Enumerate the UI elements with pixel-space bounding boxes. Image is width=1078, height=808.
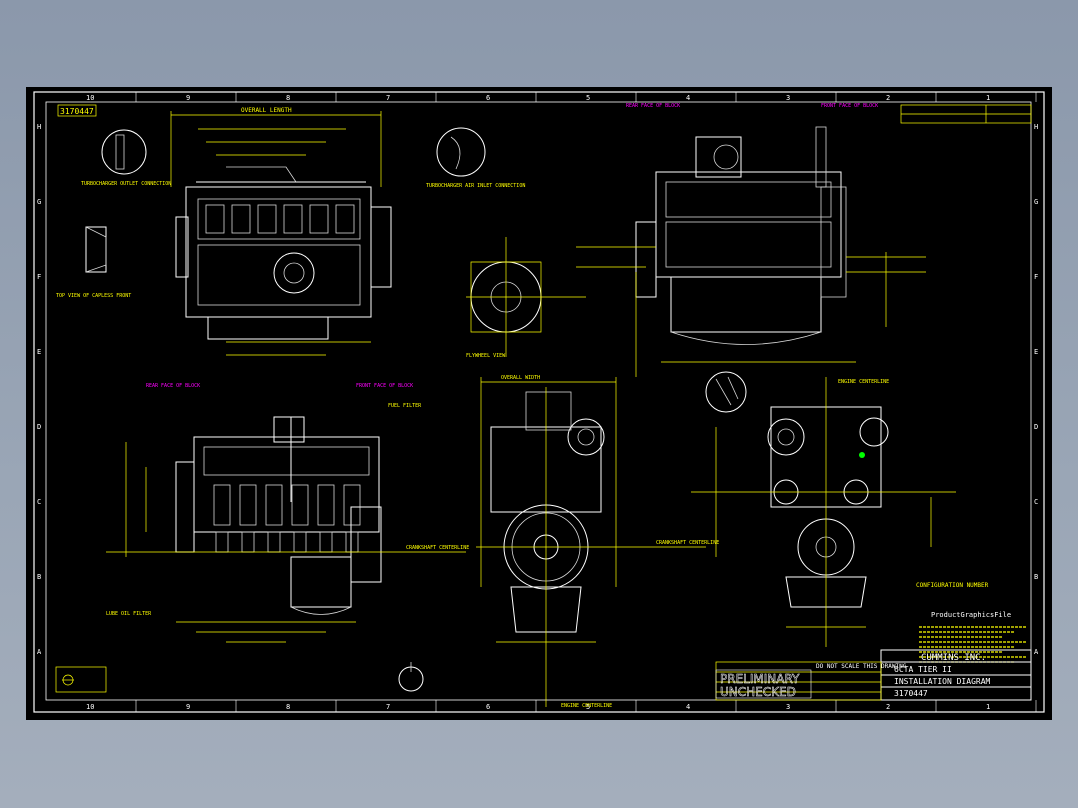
- zone-column-label: 4: [686, 94, 690, 102]
- zone-column-label: 9: [186, 94, 190, 102]
- zone-rows-right: H G F E D C B A: [1034, 123, 1039, 656]
- company-name: CUMMINS INC.: [921, 653, 986, 663]
- zone-row-label: E: [37, 348, 41, 356]
- overall-width-label: OVERALL WIDTH: [501, 375, 540, 381]
- cad-viewport[interactable]: 10 9 8 7 6 5 4 3 2 1 10 9 8 7 6 5 4 3 2 1 H G F E D C B A H G F E D C B…: [26, 87, 1052, 720]
- zone-row-label: G: [37, 198, 41, 206]
- flywheel-housing-view: [466, 237, 586, 357]
- zone-column-label: 8: [286, 703, 290, 711]
- zone-columns-top: 10 9 8 7 6 5 4 3 2 1: [86, 92, 1037, 102]
- drawing-title: INSTALLATION DIAGRAM: [894, 677, 991, 686]
- zone-column-label: 5: [586, 703, 590, 711]
- zone-column-label: 4: [686, 703, 690, 711]
- installation-drawing: 10 9 8 7 6 5 4 3 2 1 10 9 8 7 6 5 4 3 2 1 H G F E D C B A H G F E D C B…: [33, 91, 1045, 713]
- zone-column-label: 10: [86, 703, 94, 711]
- fuel-filter-label: FUEL FILTER: [388, 403, 422, 409]
- dwg-number-box: [57, 104, 97, 117]
- zone-column-label: 2: [886, 94, 890, 102]
- front-face-callout-bl: FRONT FACE OF BLOCK: [356, 383, 413, 389]
- zone-column-label: 8: [286, 94, 290, 102]
- zone-column-label: 7: [386, 703, 390, 711]
- symbol-legend: [55, 666, 107, 693]
- zone-column-label: 6: [486, 703, 490, 711]
- engine-model: 6CTA TIER II: [894, 665, 952, 674]
- zone-column-label: 10: [86, 94, 94, 102]
- turbo-inlet-detail: [436, 127, 486, 177]
- turbo-outlet-detail: [101, 129, 147, 175]
- zone-row-label: C: [37, 498, 41, 506]
- inner-border: [45, 101, 1032, 701]
- zone-column-label: 6: [486, 94, 490, 102]
- engine-side-view-top-left: [175, 166, 392, 340]
- flywheel-view-label: FLYWHEEL VIEW: [466, 353, 506, 359]
- drawing-number: 3170447: [894, 689, 928, 698]
- config-note: CONFIGURATION NUMBER: [916, 582, 989, 589]
- zone-row-label: D: [37, 423, 41, 431]
- zone-row-label: F: [37, 273, 41, 281]
- stamp-unchecked: UNCHECKED: [720, 685, 796, 699]
- zone-row-label: A: [37, 648, 42, 656]
- front-face-callout-tr: FRONT FACE OF BLOCK: [821, 103, 878, 109]
- outer-border: [33, 91, 1045, 713]
- crank-cl-center: CRANKSHAFT CENTERLINE: [656, 540, 719, 546]
- zone-column-label: 1: [986, 94, 990, 102]
- engine-cl-right: ENGINE CENTERLINE: [838, 379, 889, 385]
- engine-cl-bottom: ENGINE CENTERLINE: [561, 703, 612, 709]
- zone-row-label: B: [37, 573, 41, 581]
- zone-row-label: G: [1034, 198, 1038, 206]
- stamp-preliminary: PRELIMINARY: [720, 672, 800, 686]
- engine-side-view-bottom-left: [175, 416, 382, 615]
- product-graphics-file: ProductGraphicsFile: [931, 611, 1011, 619]
- zone-row-label: H: [1034, 123, 1038, 131]
- rear-face-callout-tr: REAR FACE OF BLOCK: [626, 103, 680, 109]
- top-view-label: TOP VIEW OF CAPLESS FRONT: [56, 293, 131, 299]
- stamp-box: [715, 669, 812, 699]
- zone-column-label: 3: [786, 703, 790, 711]
- zone-column-label: 9: [186, 703, 190, 711]
- dwg-number-top: 3170447: [60, 107, 94, 116]
- zone-row-label: B: [1034, 573, 1038, 581]
- zone-column-label: 1: [986, 703, 990, 711]
- zone-row-label: A: [1034, 648, 1039, 656]
- zone-row-label: E: [1034, 348, 1038, 356]
- zone-rows-left: H G F E D C B A: [37, 123, 42, 656]
- scale-note: DO NOT SCALE THIS DRAWING: [816, 663, 907, 670]
- turbo-inlet-label: TURBOCHARGER AIR INLET CONNECTION: [426, 183, 525, 189]
- engine-front-view-center: [490, 391, 605, 633]
- crank-cl-left: CRANKSHAFT CENTERLINE: [406, 545, 469, 551]
- zone-column-label: 5: [586, 94, 590, 102]
- zone-row-label: F: [1034, 273, 1038, 281]
- rear-face-callout-bl: REAR FACE OF BLOCK: [146, 383, 200, 389]
- overall-length-label: OVERALL LENGTH: [241, 107, 292, 114]
- zone-columns-bottom: 10 9 8 7 6 5 4 3 2 1: [86, 700, 1037, 712]
- oil-filter-label: LUBE OIL FILTER: [106, 611, 152, 617]
- zone-row-label: H: [37, 123, 41, 131]
- zone-column-label: 7: [386, 94, 390, 102]
- zone-column-label: 3: [786, 94, 790, 102]
- engine-side-view-top-right: [635, 126, 847, 345]
- notes-text-block: [919, 626, 1026, 663]
- zone-column-label: 2: [886, 703, 890, 711]
- engine-rear-view-right: [705, 371, 889, 608]
- turbo-outlet-label: TURBOCHARGER OUTLET CONNECTION: [81, 181, 171, 187]
- zone-row-label: D: [1034, 423, 1038, 431]
- zone-row-label: C: [1034, 498, 1038, 506]
